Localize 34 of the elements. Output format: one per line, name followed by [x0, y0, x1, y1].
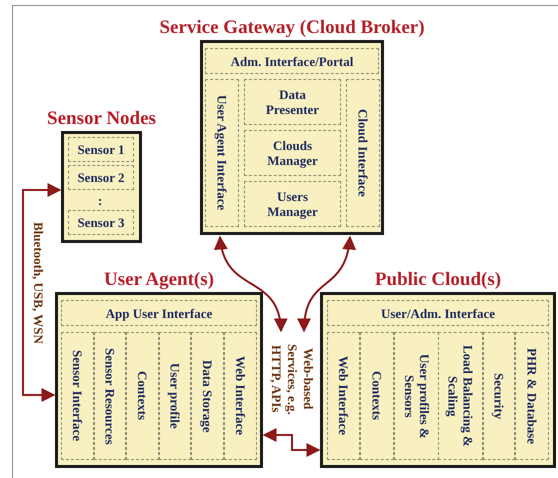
- module-box: Sensor Interface: [61, 332, 94, 460]
- connector-arrow: [298, 236, 356, 332]
- module-box: Data Storage: [191, 332, 224, 460]
- module-box: Sensor 3: [68, 210, 134, 235]
- module-box: User profiles & Sensors: [394, 332, 440, 460]
- module-box: Clouds Manager: [244, 130, 341, 176]
- module-box: User profile: [159, 332, 191, 460]
- module-box: Adm. Interface/Portal: [205, 48, 379, 74]
- connector-arrow: [22, 183, 62, 402]
- module-box: Load Balancing & Scaling: [438, 332, 483, 460]
- interface-note: Web-based Services, e.g. HTTP, APIs: [266, 333, 318, 425]
- connector-arrow: [215, 236, 287, 332]
- module-box: Sensor 2: [68, 165, 134, 190]
- group-title: Public Cloud(s): [374, 268, 502, 292]
- module-box: Data Presenter: [244, 79, 341, 125]
- group-title: Sensor Nodes: [47, 107, 156, 131]
- module-box: User/Adm. Interface: [327, 300, 549, 326]
- module-box: Cloud Interface: [346, 79, 380, 227]
- edge-label: Bluetooth, USB, WSN: [30, 222, 46, 344]
- module-box: User Agent Interface: [205, 79, 239, 227]
- group-title: User Agent(s): [104, 268, 214, 292]
- module-box: Web Interface: [327, 332, 360, 460]
- module-box: Web Interface: [224, 332, 257, 460]
- group-title: Service Gateway (Cloud Broker): [159, 16, 425, 40]
- module-box: Sensor 1: [68, 137, 134, 162]
- ellipsis-mark: :: [98, 192, 102, 210]
- module-box: PHR & Database: [515, 332, 549, 460]
- module-box: Contexts: [360, 332, 394, 460]
- module-box: App User Interface: [61, 300, 257, 326]
- connector-arrow: [262, 428, 320, 457]
- module-box: Security: [483, 332, 515, 460]
- module-box: Sensor Resources: [94, 332, 126, 460]
- module-box: Users Manager: [244, 181, 341, 227]
- module-box: Contexts: [126, 332, 159, 460]
